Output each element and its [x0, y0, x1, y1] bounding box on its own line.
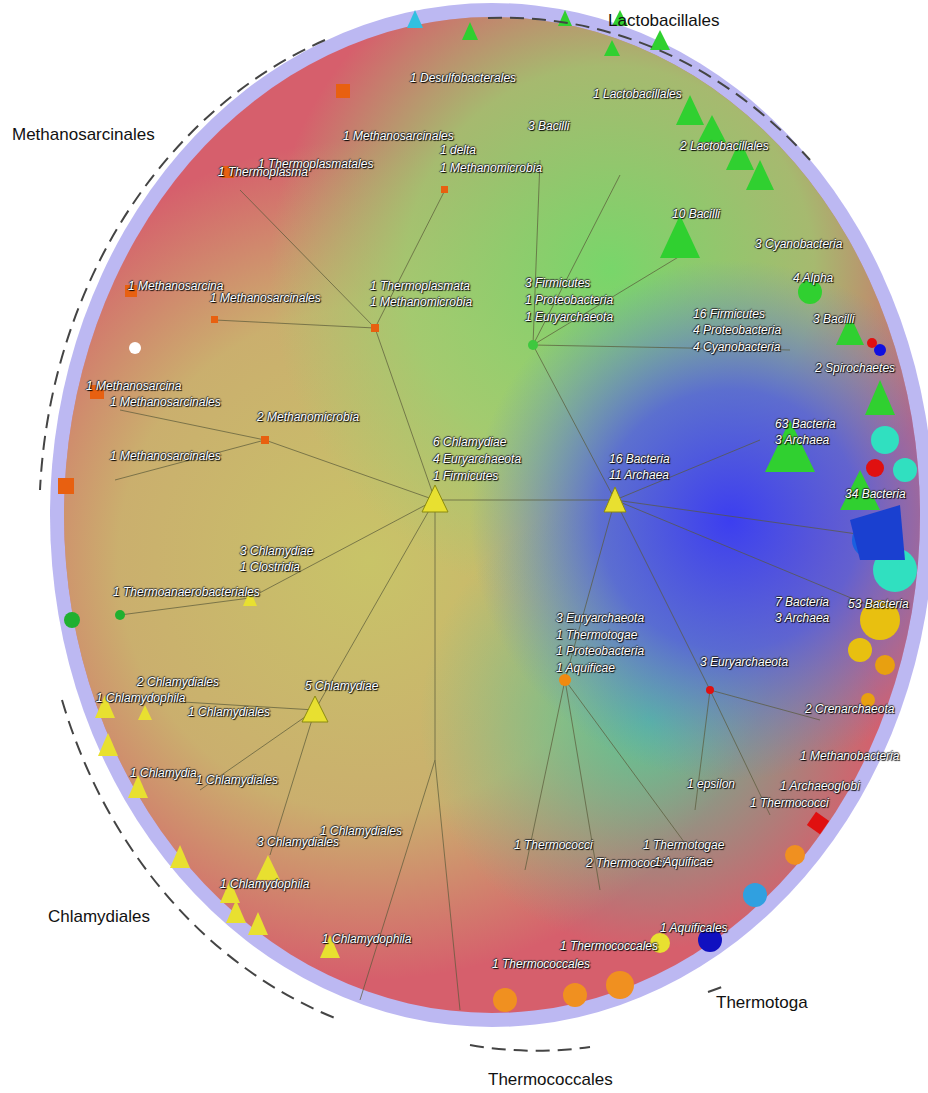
taxon-label: 1 Chlamydia — [130, 766, 197, 780]
taxon-label: 5 Chlamydiae — [305, 679, 378, 693]
taxon-label: 1 Thermococcales — [492, 957, 590, 971]
taxon-label: 4 Euryarchaeota — [433, 452, 521, 466]
taxon-label: 1 delta — [440, 143, 476, 157]
taxon-label: 1 Euryarchaeota — [525, 310, 613, 324]
taxon-label: 10 Bacilli — [672, 207, 720, 221]
taxon-label: 1 Archaeoglobi — [780, 779, 860, 793]
taxon-label: 4 Alpha — [793, 271, 833, 285]
taxon-label: 2 Methanomicrobia — [257, 410, 359, 424]
taxon-label: 7 Bacteria — [775, 595, 829, 609]
taxon-label: 1 Thermococci — [514, 838, 593, 852]
group-label: Thermotoga — [716, 993, 808, 1013]
taxon-label: 2 Spirochaetes — [815, 361, 895, 375]
taxon-label: 1 Methanosarcinales — [210, 291, 321, 305]
taxon-label: 1 Methanosarcinales — [110, 395, 221, 409]
group-label: Methanosarcinales — [12, 125, 155, 145]
taxon-label: 53 Bacteria — [848, 597, 909, 611]
taxon-label: 11 Archaea — [609, 468, 669, 482]
taxon-label: 63 Bacteria — [775, 417, 836, 431]
taxon-label: 1 Chlamydiales — [196, 773, 278, 787]
taxon-label: 1 Thermococcales — [560, 939, 658, 953]
taxon-label: 1 Desulfobacterales — [410, 71, 516, 85]
taxon-label: 1 Methanosarcinales — [343, 129, 454, 143]
taxon-label: 1 Lactobacillales — [593, 87, 682, 101]
taxon-label: 2 Lactobacillales — [680, 139, 769, 153]
taxon-label: 2 Chlamydiales — [137, 675, 219, 689]
taxon-label: 1 Thermoplasmata — [370, 279, 470, 293]
taxon-label: 2 Crenarchaeota — [805, 702, 894, 716]
taxon-label: 1 Thermotogae — [643, 838, 724, 852]
taxon-label: 1 Firmicutes — [433, 469, 498, 483]
taxon-label: 3 Euryarchaeota — [700, 655, 788, 669]
taxon-label: 1 Clostridia — [240, 560, 300, 574]
taxon-label: 1 Proteobacteria — [556, 644, 644, 658]
taxon-label: 4 Cyanobacteria — [693, 340, 780, 354]
group-label: Lactobacillales — [608, 11, 720, 31]
taxon-label: 6 Chlamydiae — [433, 435, 506, 449]
taxon-label: 16 Firmicutes — [693, 307, 765, 321]
taxon-label: 3 Chlamydiae — [240, 544, 313, 558]
taxon-label: 1 Chlamydophila — [322, 932, 411, 946]
taxon-label: 3 Archaea — [775, 611, 829, 625]
taxon-label: 1 epsilon — [687, 777, 735, 791]
taxon-label: 1 Methanosarcina — [128, 279, 223, 293]
taxon-label: 16 Bacteria — [609, 452, 670, 466]
taxon-label: 4 Proteobacteria — [693, 323, 781, 337]
taxon-label: 1 Methanosarcinales — [110, 449, 221, 463]
taxon-label: 1 Chlamydiales — [188, 705, 270, 719]
taxon-label: 3 Bacilli — [813, 312, 854, 326]
taxon-label: 1 Chlamydophila — [96, 691, 185, 705]
group-label: Thermococcales — [488, 1070, 613, 1090]
taxon-label: 1 Thermococci — [750, 796, 829, 810]
taxon-label: 1 Thermoanaerobacteriales — [113, 585, 260, 599]
taxon-label: 3 Archaea — [775, 433, 829, 447]
taxon-label: 1 Thermoplasma — [218, 165, 308, 179]
taxon-label: 1 Chlamydophila — [220, 877, 309, 891]
taxon-label: 1 Methanomicrobia — [370, 295, 472, 309]
taxon-label: 1 Aquificales — [660, 921, 728, 935]
taxon-label: 3 Euryarchaeota — [556, 611, 644, 625]
group-label: Chlamydiales — [48, 907, 150, 927]
taxon-label: 2 Thermococci — [586, 856, 665, 870]
taxon-label: 1 Proteobacteria — [525, 293, 613, 307]
taxon-label: 1 Thermotogae — [556, 628, 637, 642]
taxon-label: 3 Cyanobacteria — [755, 237, 842, 251]
taxon-label: 1 Aquificae — [654, 855, 713, 869]
taxon-label: 1 Methanomicrobia — [440, 161, 542, 175]
taxon-label: 3 Chlamydiales — [257, 835, 339, 849]
taxon-label: 3 Bacilli — [528, 119, 569, 133]
taxon-label: 34 Bacteria — [845, 487, 906, 501]
taxon-label: 1 Methanosarcina — [86, 379, 181, 393]
taxon-label: 3 Firmicutes — [525, 276, 590, 290]
taxon-label: 1 Aquificae — [556, 661, 615, 675]
taxon-label: 1 Methanobacteria — [800, 749, 899, 763]
